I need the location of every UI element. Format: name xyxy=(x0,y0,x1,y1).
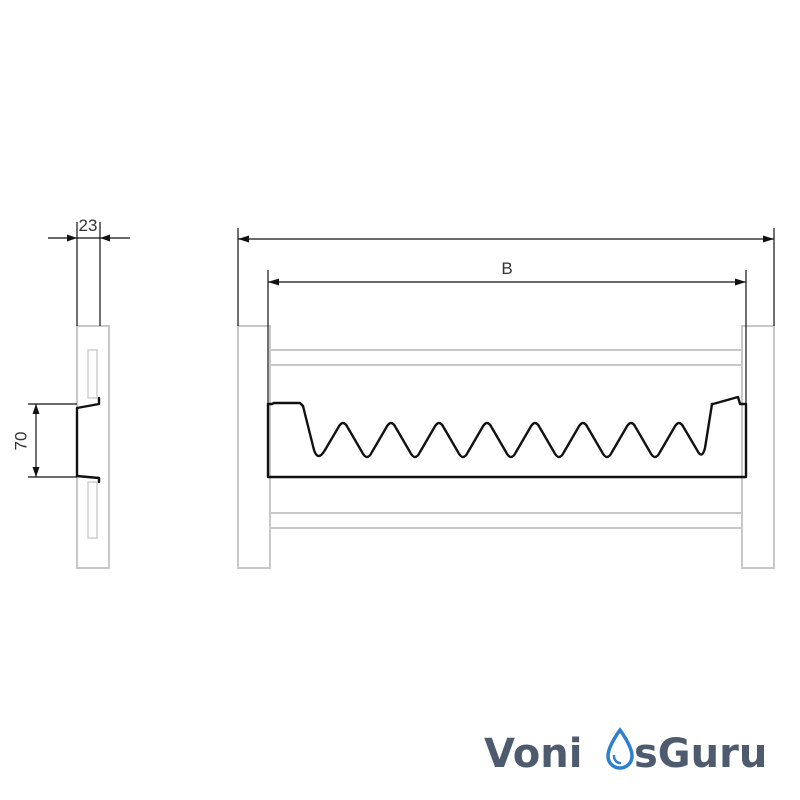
height-arrow-top xyxy=(32,404,40,414)
overall-arrow-right xyxy=(763,235,774,243)
side-post-outline xyxy=(76,325,110,569)
watermark-text-part1: Voni xyxy=(484,731,582,777)
overall-arrow-left xyxy=(238,235,249,243)
watermark-text-part2: sGuru xyxy=(634,731,767,777)
width-dimension-label: 23 xyxy=(79,216,98,235)
span-arrow-right xyxy=(735,278,746,286)
span-arrow-left xyxy=(268,278,279,286)
height-dimension-label: 70 xyxy=(11,432,30,451)
water-drop-icon xyxy=(606,727,634,770)
shelf-top-left xyxy=(266,401,305,408)
side-view: 23 70 xyxy=(11,216,130,569)
width-arrow-left xyxy=(67,234,77,242)
side-post-slot-upper xyxy=(87,349,98,399)
height-arrow-bottom xyxy=(32,467,40,477)
watermark-logo: Voni sGuru xyxy=(484,727,767,777)
front-view: B xyxy=(237,228,775,569)
side-post-slot-lower xyxy=(87,481,98,539)
side-bracket-profile xyxy=(75,396,101,484)
front-post-left xyxy=(237,325,271,569)
front-post-right xyxy=(741,325,775,569)
width-arrow-right xyxy=(100,234,110,242)
shelf-outline xyxy=(266,395,748,479)
shelf-zigzag xyxy=(301,402,714,459)
span-dimension-label: B xyxy=(501,259,512,278)
